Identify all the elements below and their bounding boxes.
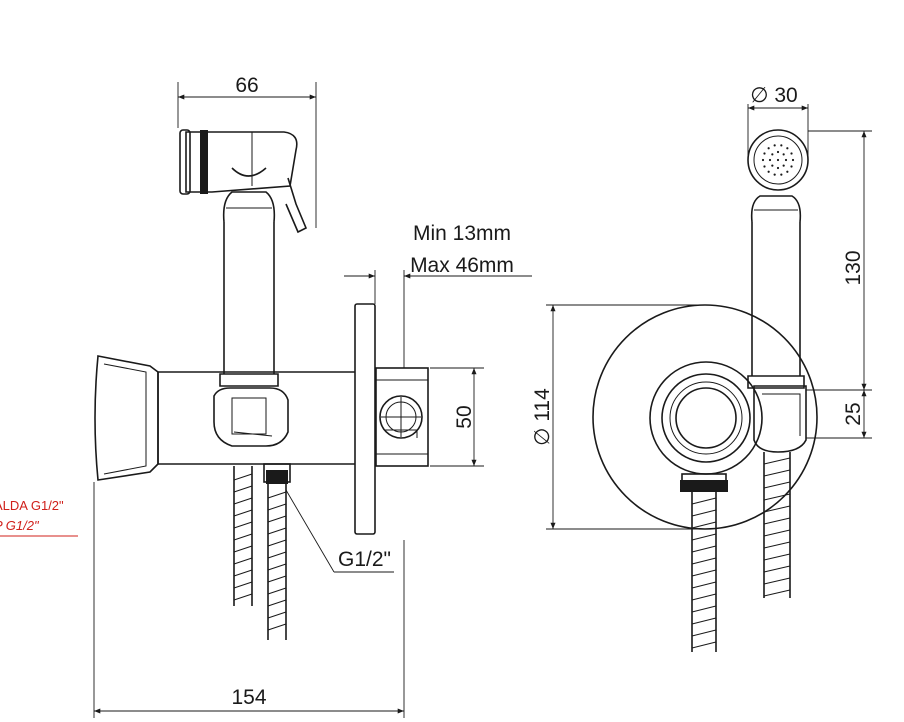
dimension-d114: ∅ 114	[531, 304, 705, 530]
nozzle-dot	[776, 150, 780, 154]
front-hose	[691, 452, 791, 652]
dimension-25: 25	[806, 390, 872, 439]
nozzle-dot	[776, 166, 780, 170]
dimension-130: 130	[806, 130, 872, 391]
nozzle-dot	[773, 144, 776, 147]
control-knob	[94, 355, 159, 481]
nozzle-dot	[767, 147, 770, 150]
dimension-wall-thickness: Min 13mm Max 46mm	[344, 222, 532, 368]
nozzle-dot	[763, 165, 766, 168]
front-hose-outlet	[680, 473, 728, 492]
dimension-66: 66	[177, 74, 317, 228]
side-notes: ALDA G1/2" P G1/2"	[0, 498, 78, 537]
cartridge-box	[375, 367, 429, 467]
side-view: 66 Min 13mm Max 46mm 50 G1/2"	[0, 74, 532, 718]
nozzle-dot	[786, 170, 789, 173]
nozzle-dot	[761, 158, 765, 162]
nozzle-dot	[790, 165, 793, 168]
nozzle-dot	[773, 173, 776, 176]
hose	[233, 466, 287, 640]
nozzle-dot	[771, 164, 774, 167]
side-note-line2: P G1/2"	[0, 518, 40, 533]
nozzle-dot	[784, 158, 788, 162]
nozzle-dot	[768, 158, 772, 162]
nozzle-dot	[782, 153, 785, 156]
nozzle-dot	[763, 152, 766, 155]
holder-bracket	[213, 387, 289, 447]
dimension-25-label: 25	[842, 402, 865, 425]
front-tube	[747, 195, 805, 389]
nozzle-dot	[791, 158, 795, 162]
dimension-d30-label: ∅ 30	[750, 84, 798, 107]
cartridge-rings	[649, 361, 763, 475]
wall-min-label: Min 13mm	[413, 222, 511, 245]
dimension-50-label: 50	[453, 405, 476, 428]
side-note-line1: ALDA G1/2"	[0, 498, 64, 513]
dimension-d114-label: ∅ 114	[531, 388, 554, 446]
front-holder	[753, 385, 807, 453]
front-view: ∅ 30 ∅ 114 130 25	[531, 84, 872, 652]
wall-plate	[354, 303, 376, 535]
nozzle-dot	[790, 152, 793, 155]
nozzle-dot	[786, 147, 789, 150]
nozzle-dot	[782, 164, 785, 167]
handshower-tube	[219, 191, 279, 387]
nozzle-dot	[767, 170, 770, 173]
thread-callout: G1/2"	[285, 489, 394, 573]
wall-max-label: Max 46mm	[410, 254, 514, 277]
dimension-66-label: 66	[235, 74, 258, 97]
shower-head-face	[747, 129, 809, 191]
dimension-130-label: 130	[842, 250, 865, 285]
thread-label: G1/2"	[338, 548, 391, 571]
nozzle-dot	[780, 144, 783, 147]
nozzle-dot	[771, 153, 774, 156]
handshower-head	[179, 129, 308, 234]
dimension-50: 50	[430, 367, 484, 467]
dimension-d30: ∅ 30	[747, 84, 809, 156]
nozzle-dot	[776, 158, 780, 162]
dimension-154: 154	[93, 482, 405, 718]
dimension-154-label: 154	[231, 686, 266, 709]
nozzle-dot	[780, 173, 783, 176]
hose-outlet	[263, 463, 291, 484]
